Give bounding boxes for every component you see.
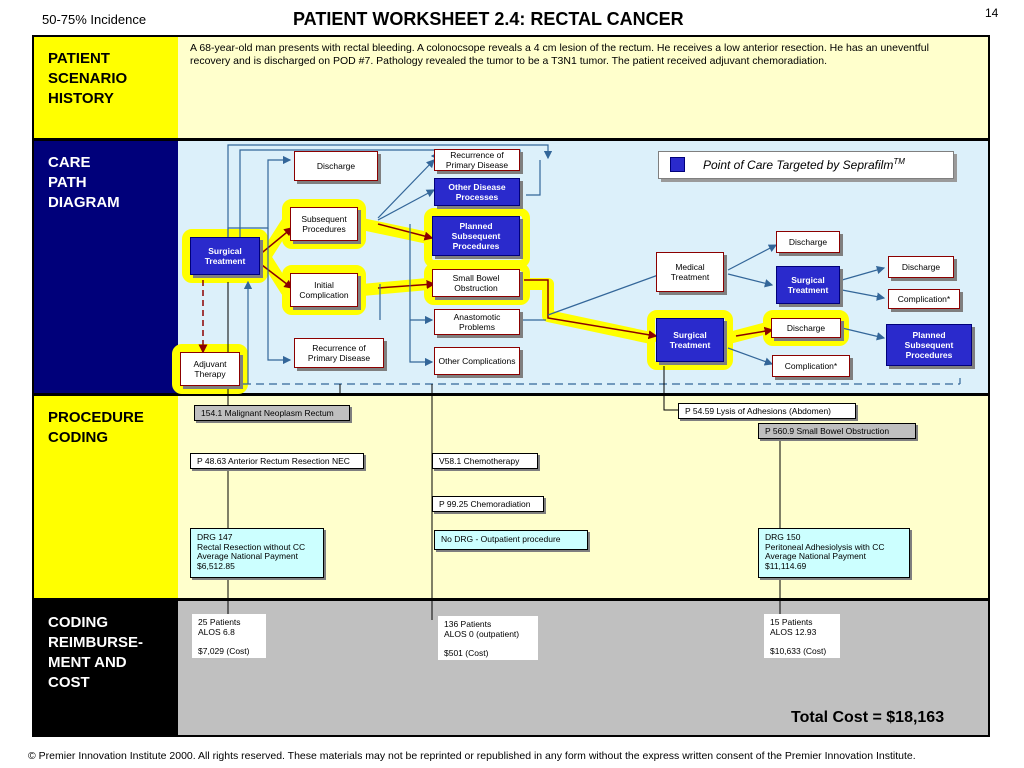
section-label-cost: CODING REIMBURSE- MENT AND COST	[34, 601, 178, 735]
legend-label: Point of Care Targeted by Seprafilm	[703, 158, 894, 172]
highlight-path	[172, 199, 849, 394]
legend-box	[658, 151, 954, 179]
node-planned-subsequent-1[interactable]: Planned Subsequent Procedures	[432, 216, 520, 256]
node-surgical-treatment-initial[interactable]: Surgical Treatment	[190, 237, 260, 275]
section-label-procedure-coding: PROCEDURE CODING	[34, 396, 178, 598]
node-surgical-treatment-reop[interactable]: Surgical Treatment	[656, 318, 724, 362]
code-small-bowel-obstruction: P 560.9 Small Bowel Obstruction	[758, 423, 916, 439]
cost-col-3: 15 Patients ALOS 12.93 $10,633 (Cost)	[764, 614, 840, 658]
node-initial-complication[interactable]: Initial Complication	[290, 273, 358, 307]
node-discharge-2[interactable]: Discharge	[776, 231, 840, 253]
no-drg-box: No DRG - Outpatient procedure	[434, 530, 588, 550]
drg-150-box: DRG 150 Peritoneal Adhesiolysis with CC …	[758, 528, 910, 578]
node-anastomotic-problems[interactable]: Anastomotic Problems	[434, 309, 520, 335]
code-lysis-adhesions: P 54.59 Lysis of Adhesions (Abdomen)	[678, 403, 856, 419]
node-medical-treatment[interactable]: Medical Treatment	[656, 252, 724, 292]
red-arrows	[198, 223, 774, 354]
legend-trademark: TM	[893, 157, 905, 166]
page-title: PATIENT WORKSHEET 2.4: RECTAL CANCER	[293, 9, 684, 29]
node-planned-subsequent-2[interactable]: Planned Subsequent Procedures	[886, 324, 972, 366]
legend-text: Point of Care Targeted by SeprafilmTM	[703, 157, 905, 172]
node-other-disease-processes[interactable]: Other Disease Processes	[434, 178, 520, 206]
node-recurrence-primary-2[interactable]: Recurrence of Primary Disease	[294, 338, 384, 368]
code-icd-neoplasm: 154.1 Malignant Neoplasm Rectum	[194, 405, 350, 421]
cost-col-2: 136 Patients ALOS 0 (outpatient) $501 (C…	[438, 616, 538, 660]
section-body-cost	[178, 601, 988, 735]
section-label-history: PATIENT SCENARIO HISTORY	[34, 37, 178, 138]
drg-147-box: DRG 147 Rectal Resection without CC Aver…	[190, 528, 324, 578]
node-recurrence-primary-1[interactable]: Recurrence of Primary Disease	[434, 149, 520, 171]
node-discharge-1[interactable]: Discharge	[294, 151, 378, 181]
section-label-care-path: CARE PATH DIAGRAM	[34, 141, 178, 393]
node-adjuvant-therapy[interactable]: Adjuvant Therapy	[180, 352, 240, 386]
copyright-footer: © Premier Innovation Institute 2000. All…	[28, 750, 916, 762]
node-discharge-4[interactable]: Discharge	[888, 256, 954, 278]
node-small-bowel-obstruction[interactable]: Small Bowel Obstruction	[432, 269, 520, 297]
node-subsequent-procedures[interactable]: Subsequent Procedures	[290, 207, 358, 241]
code-chemotherapy: V58.1 Chemotherapy	[432, 453, 538, 469]
node-other-complications[interactable]: Other Complications	[434, 347, 520, 375]
cost-col-1: 25 Patients ALOS 6.8 $7,029 (Cost)	[192, 614, 266, 658]
page-number: 14	[985, 6, 999, 20]
section-body-history	[178, 37, 988, 138]
total-cost: Total Cost = $18,163	[791, 709, 945, 726]
incidence-label: 50-75% Incidence	[42, 12, 147, 27]
legend-swatch	[670, 157, 685, 172]
code-anterior-resection: P 48.63 Anterior Rectum Resection NEC	[190, 453, 364, 469]
node-complication-2[interactable]: Complication*	[888, 289, 960, 309]
code-chemoradiation: P 99.25 Chemoradiation	[432, 496, 544, 512]
node-complication-1[interactable]: Complication*	[772, 355, 850, 377]
node-discharge-3[interactable]: Discharge	[771, 318, 841, 338]
node-surgical-treatment-3[interactable]: Surgical Treatment	[776, 266, 840, 304]
scenario-text: A 68-year-old man presents with rectal b…	[190, 42, 929, 67]
